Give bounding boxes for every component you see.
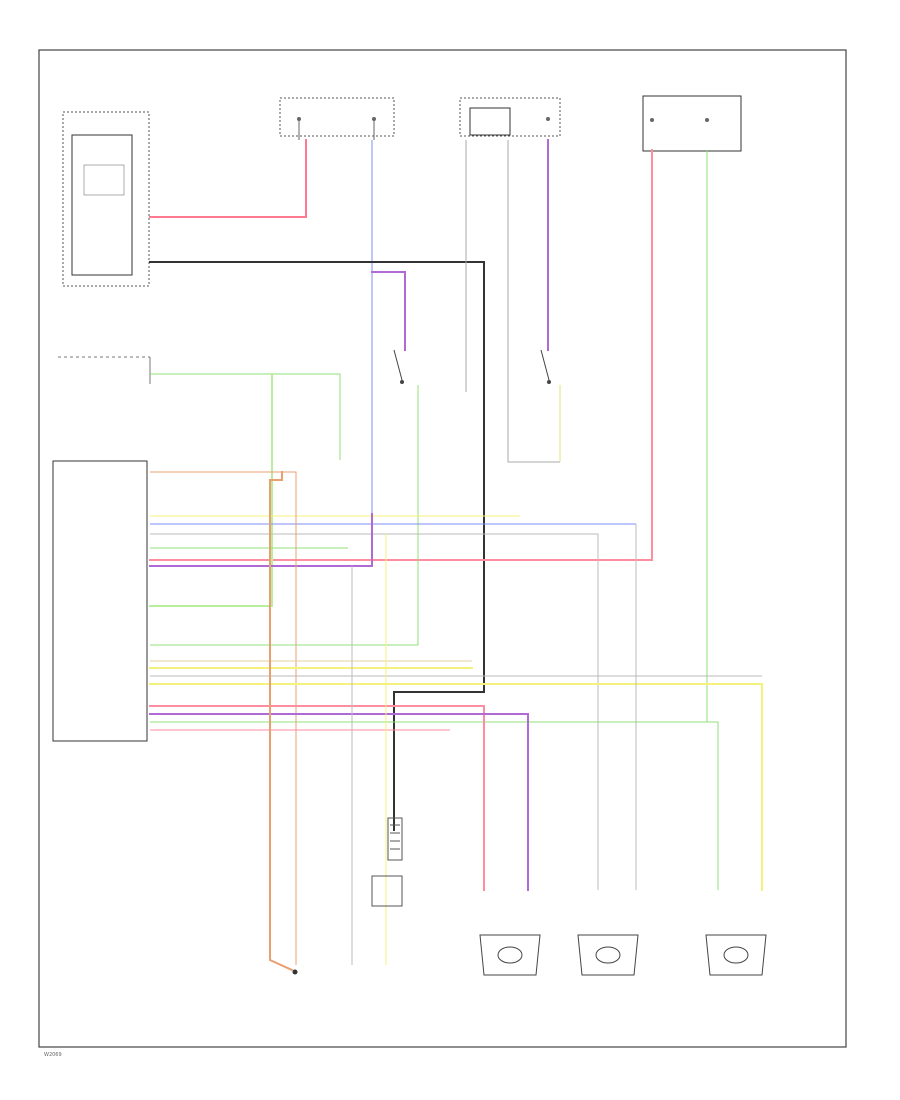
hydraulic-unit-connector — [371, 817, 403, 907]
wire-green-pdb-right — [150, 150, 708, 723]
wire-violet-row-5 — [149, 513, 373, 567]
rf-wheel-speed-sensor — [577, 934, 639, 976]
wire-green-speed-sensor — [150, 373, 341, 460]
gem-module — [62, 111, 150, 287]
abs-control-module — [52, 460, 148, 742]
diagram-border — [38, 49, 847, 1048]
wire-violet-lf-sensor — [149, 713, 529, 891]
fuse-box-hot-at-all-times — [279, 97, 395, 140]
wire-gray-center-2 — [507, 140, 560, 463]
wire-green-to-rear — [707, 721, 719, 890]
abs-module-top — [58, 356, 151, 384]
wire-red-gem-feed — [149, 139, 307, 218]
ground-point — [292, 969, 298, 975]
wire-green-brake-switch-out — [150, 385, 419, 646]
footer-code: W2069 — [44, 1052, 62, 1058]
wire-pink-pdb-left — [149, 149, 653, 561]
wire-lightgreen-speed-2 — [149, 373, 273, 607]
brake-pressure-switch — [393, 349, 404, 384]
fuse-box-center — [459, 97, 561, 137]
lf-wheel-speed-sensor — [479, 934, 541, 976]
wire-pink-lf-sensor — [149, 705, 485, 891]
wire-yellow-to-rear — [149, 683, 763, 891]
brake-lamp-switch — [540, 349, 551, 384]
wire-gray-row-3 — [150, 533, 599, 890]
rear-wheel-speed-sensor — [705, 934, 767, 976]
wire-violet-brake-pressure — [371, 271, 406, 351]
power-distribution-box — [642, 95, 742, 152]
wire-black-gem — [149, 261, 485, 831]
wire-orange-ground — [269, 471, 294, 972]
wire-orange-row-top — [150, 471, 297, 965]
